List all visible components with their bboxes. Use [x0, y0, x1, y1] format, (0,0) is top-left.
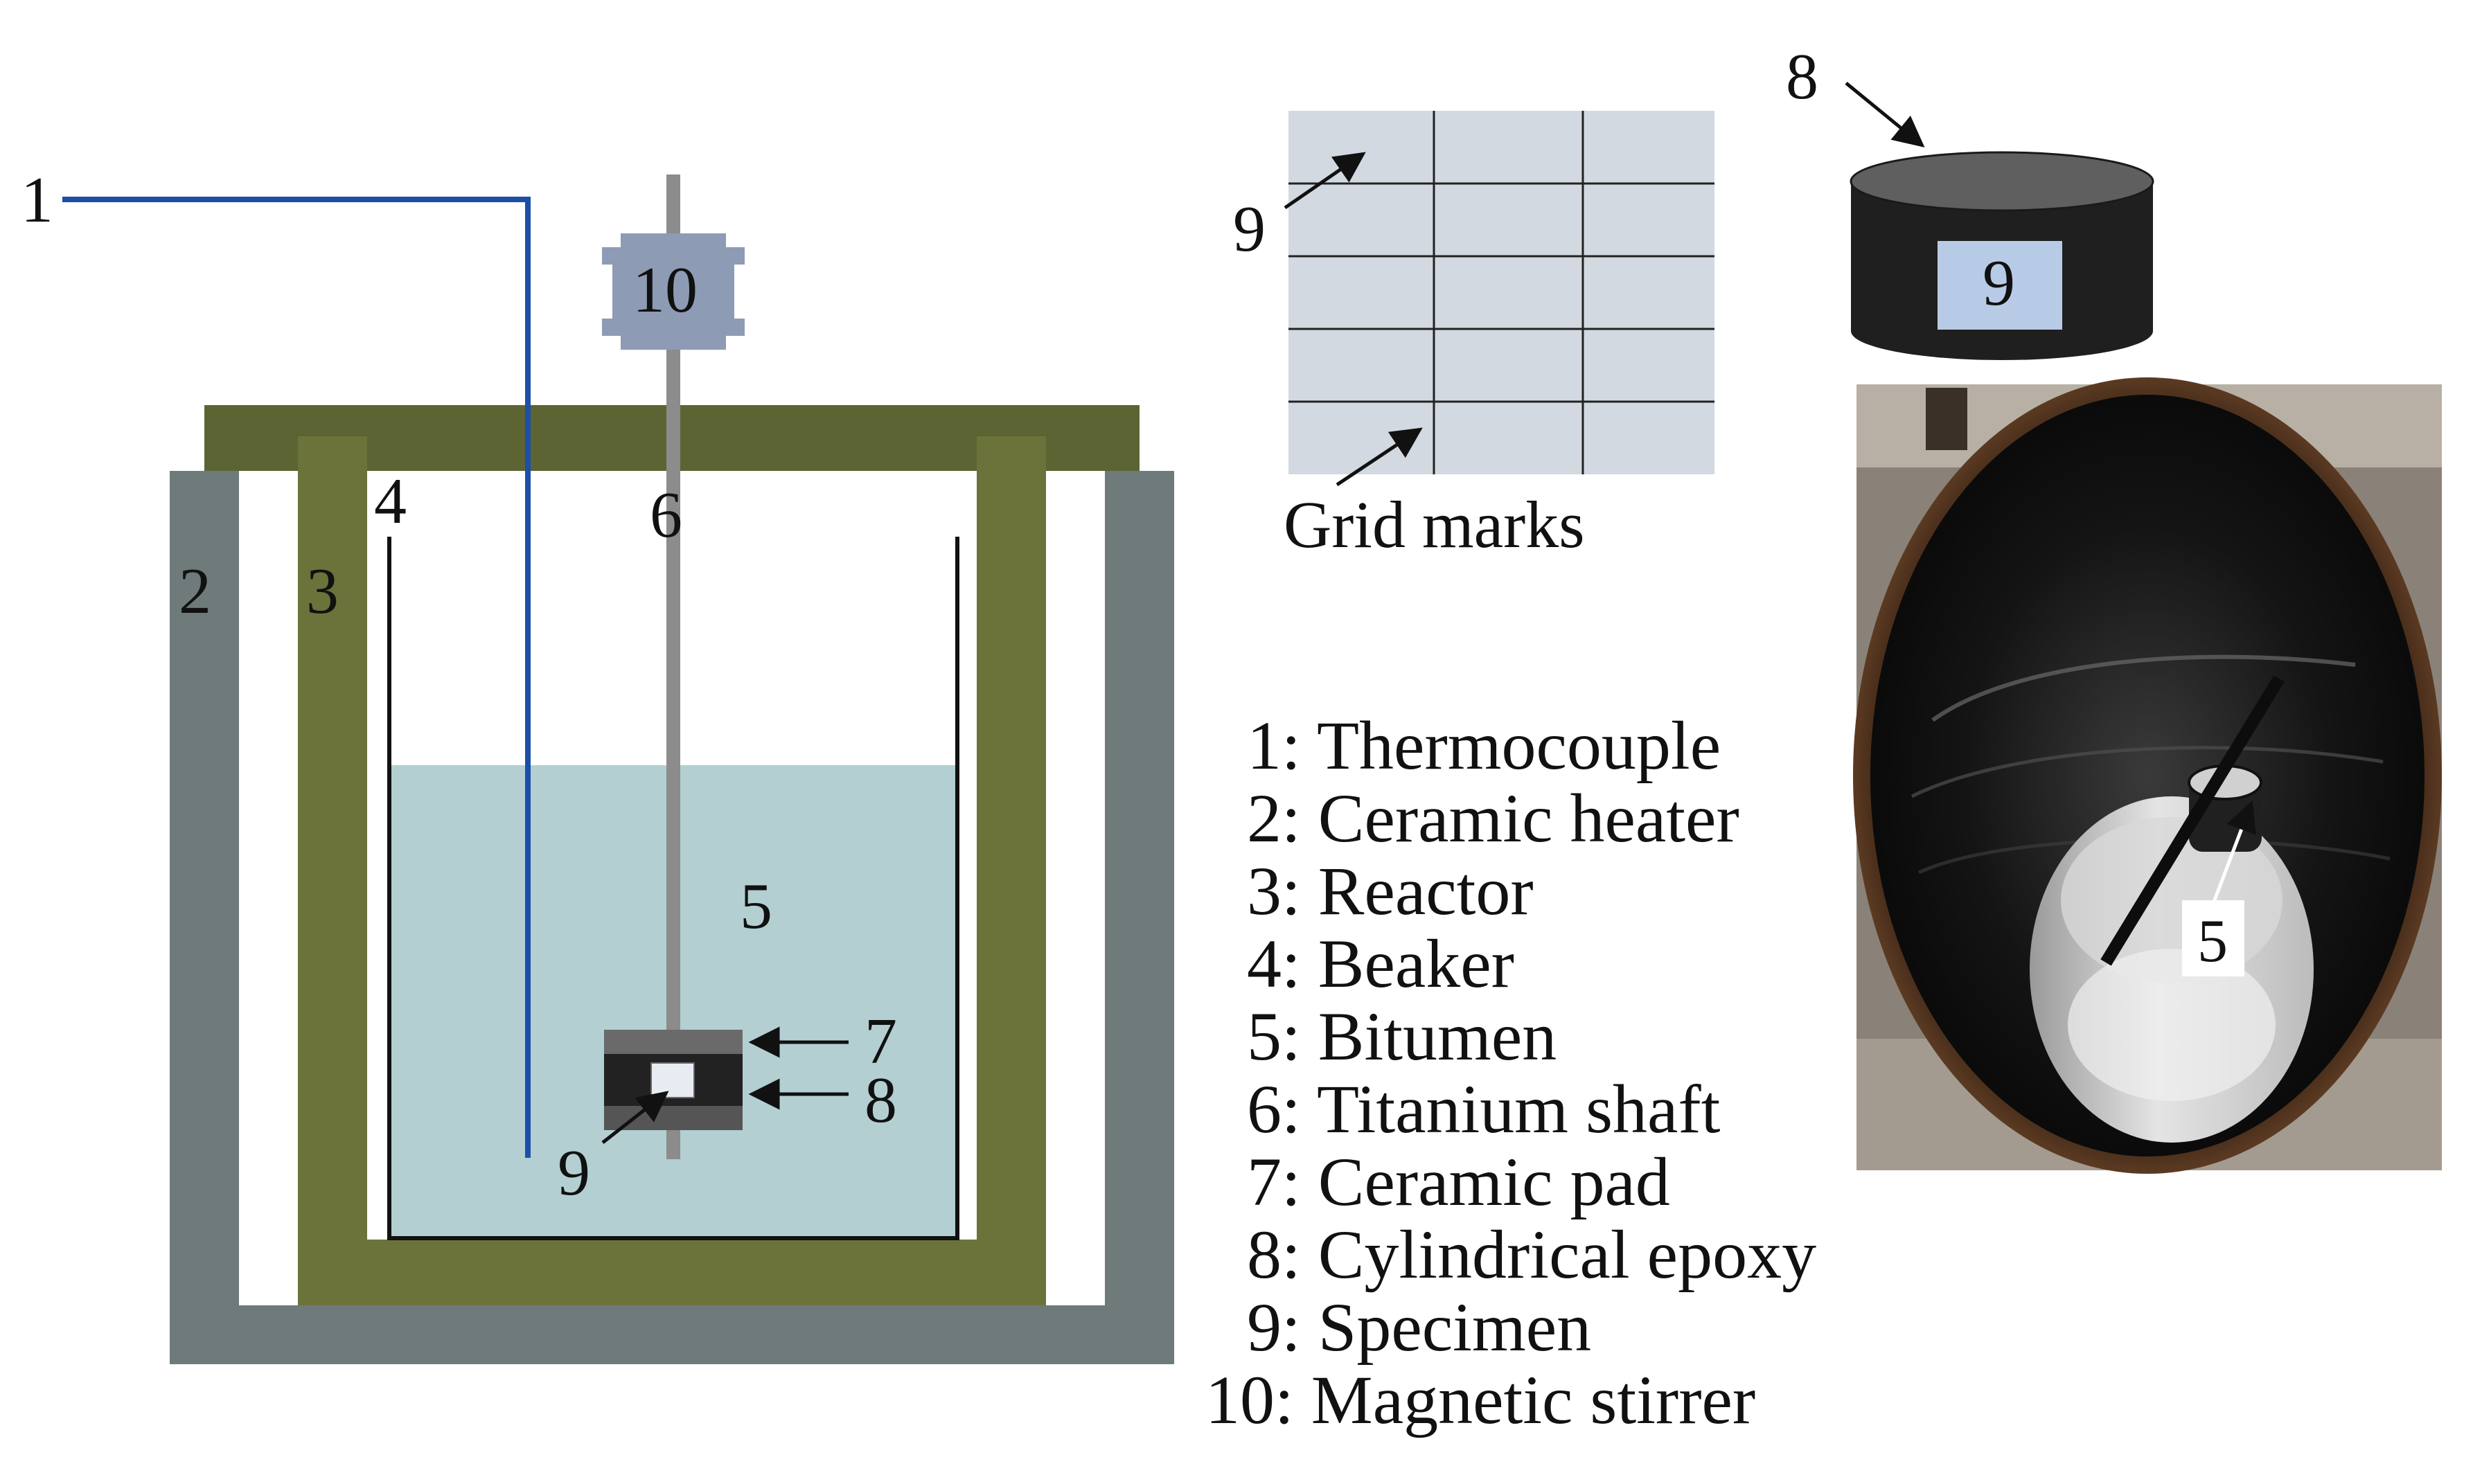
- apparatus: 1 2 3 4 6 10 5 7 8 9: [21, 164, 1174, 1364]
- label-reactor: 3: [306, 555, 339, 627]
- legend-item-10: 10: Magnetic stirrer: [1205, 1361, 1755, 1438]
- label-ceramic-pad: 7: [865, 1005, 897, 1078]
- label-specimen: 9: [558, 1137, 590, 1209]
- label-beaker: 4: [374, 465, 407, 537]
- arrow-specimen: [601, 1091, 669, 1144]
- legend-item-9: 9: Specimen: [1247, 1289, 1591, 1366]
- grid-lines: [1288, 111, 1714, 474]
- photo-label-box: [2182, 900, 2244, 976]
- photo-arrow: [2211, 800, 2256, 904]
- legend-item-3: 3: Reactor: [1247, 852, 1534, 929]
- grid-specimen: [1288, 111, 1714, 474]
- label-bitumen: 5: [740, 870, 772, 942]
- legend-item-2: 2: Ceramic heater: [1247, 780, 1739, 857]
- specimen: [650, 1062, 695, 1098]
- legend-item-1: 1: Thermocouple: [1247, 707, 1721, 784]
- magnetic-stirrer: [602, 233, 745, 350]
- label-thermocouple: 1: [21, 164, 53, 236]
- reactor-photo: 5: [1853, 377, 2442, 1174]
- grid-panel: 9 Grid marks: [1233, 111, 1714, 562]
- epoxy-cylinder: 9 8: [1786, 41, 2154, 360]
- ceramic-pad: [604, 1030, 743, 1054]
- grid-caption: Grid marks: [1284, 488, 1585, 562]
- cylinder-specimen: [1938, 241, 2062, 330]
- photo-label: 5: [2197, 908, 2228, 975]
- cylinder-top: [1850, 151, 2154, 212]
- beaker: [387, 537, 959, 1240]
- label-cylinder-epoxy: 8: [1786, 41, 1818, 113]
- titanium-shaft: [666, 175, 680, 1159]
- legend-item-4: 4: Beaker: [1247, 925, 1514, 1002]
- label-cylinder-specimen: 9: [1983, 247, 2015, 319]
- legend-item-6: 6: Titanium shaft: [1247, 1071, 1721, 1147]
- label-shaft: 6: [650, 479, 682, 551]
- ceramic-heater: [170, 471, 1174, 1364]
- legend-item-8: 8: Cylindrical epoxy: [1247, 1216, 1816, 1293]
- thermocouple: [62, 197, 531, 1158]
- label-stirrer: 10: [632, 254, 698, 326]
- legend: 1: Thermocouple 2: Ceramic heater 3: Rea…: [1205, 707, 1816, 1438]
- arrow-grid-specimen: [1284, 152, 1366, 210]
- legend-item-5: 5: Bitumen: [1247, 998, 1557, 1075]
- legend-item-7: 7: Ceramic pad: [1247, 1143, 1670, 1220]
- label-grid-specimen: 9: [1233, 193, 1266, 265]
- arrow-grid-marks: [1336, 427, 1423, 487]
- label-heater: 2: [179, 555, 211, 627]
- arrow-cylinder: [1845, 82, 1925, 147]
- label-epoxy: 8: [865, 1064, 897, 1136]
